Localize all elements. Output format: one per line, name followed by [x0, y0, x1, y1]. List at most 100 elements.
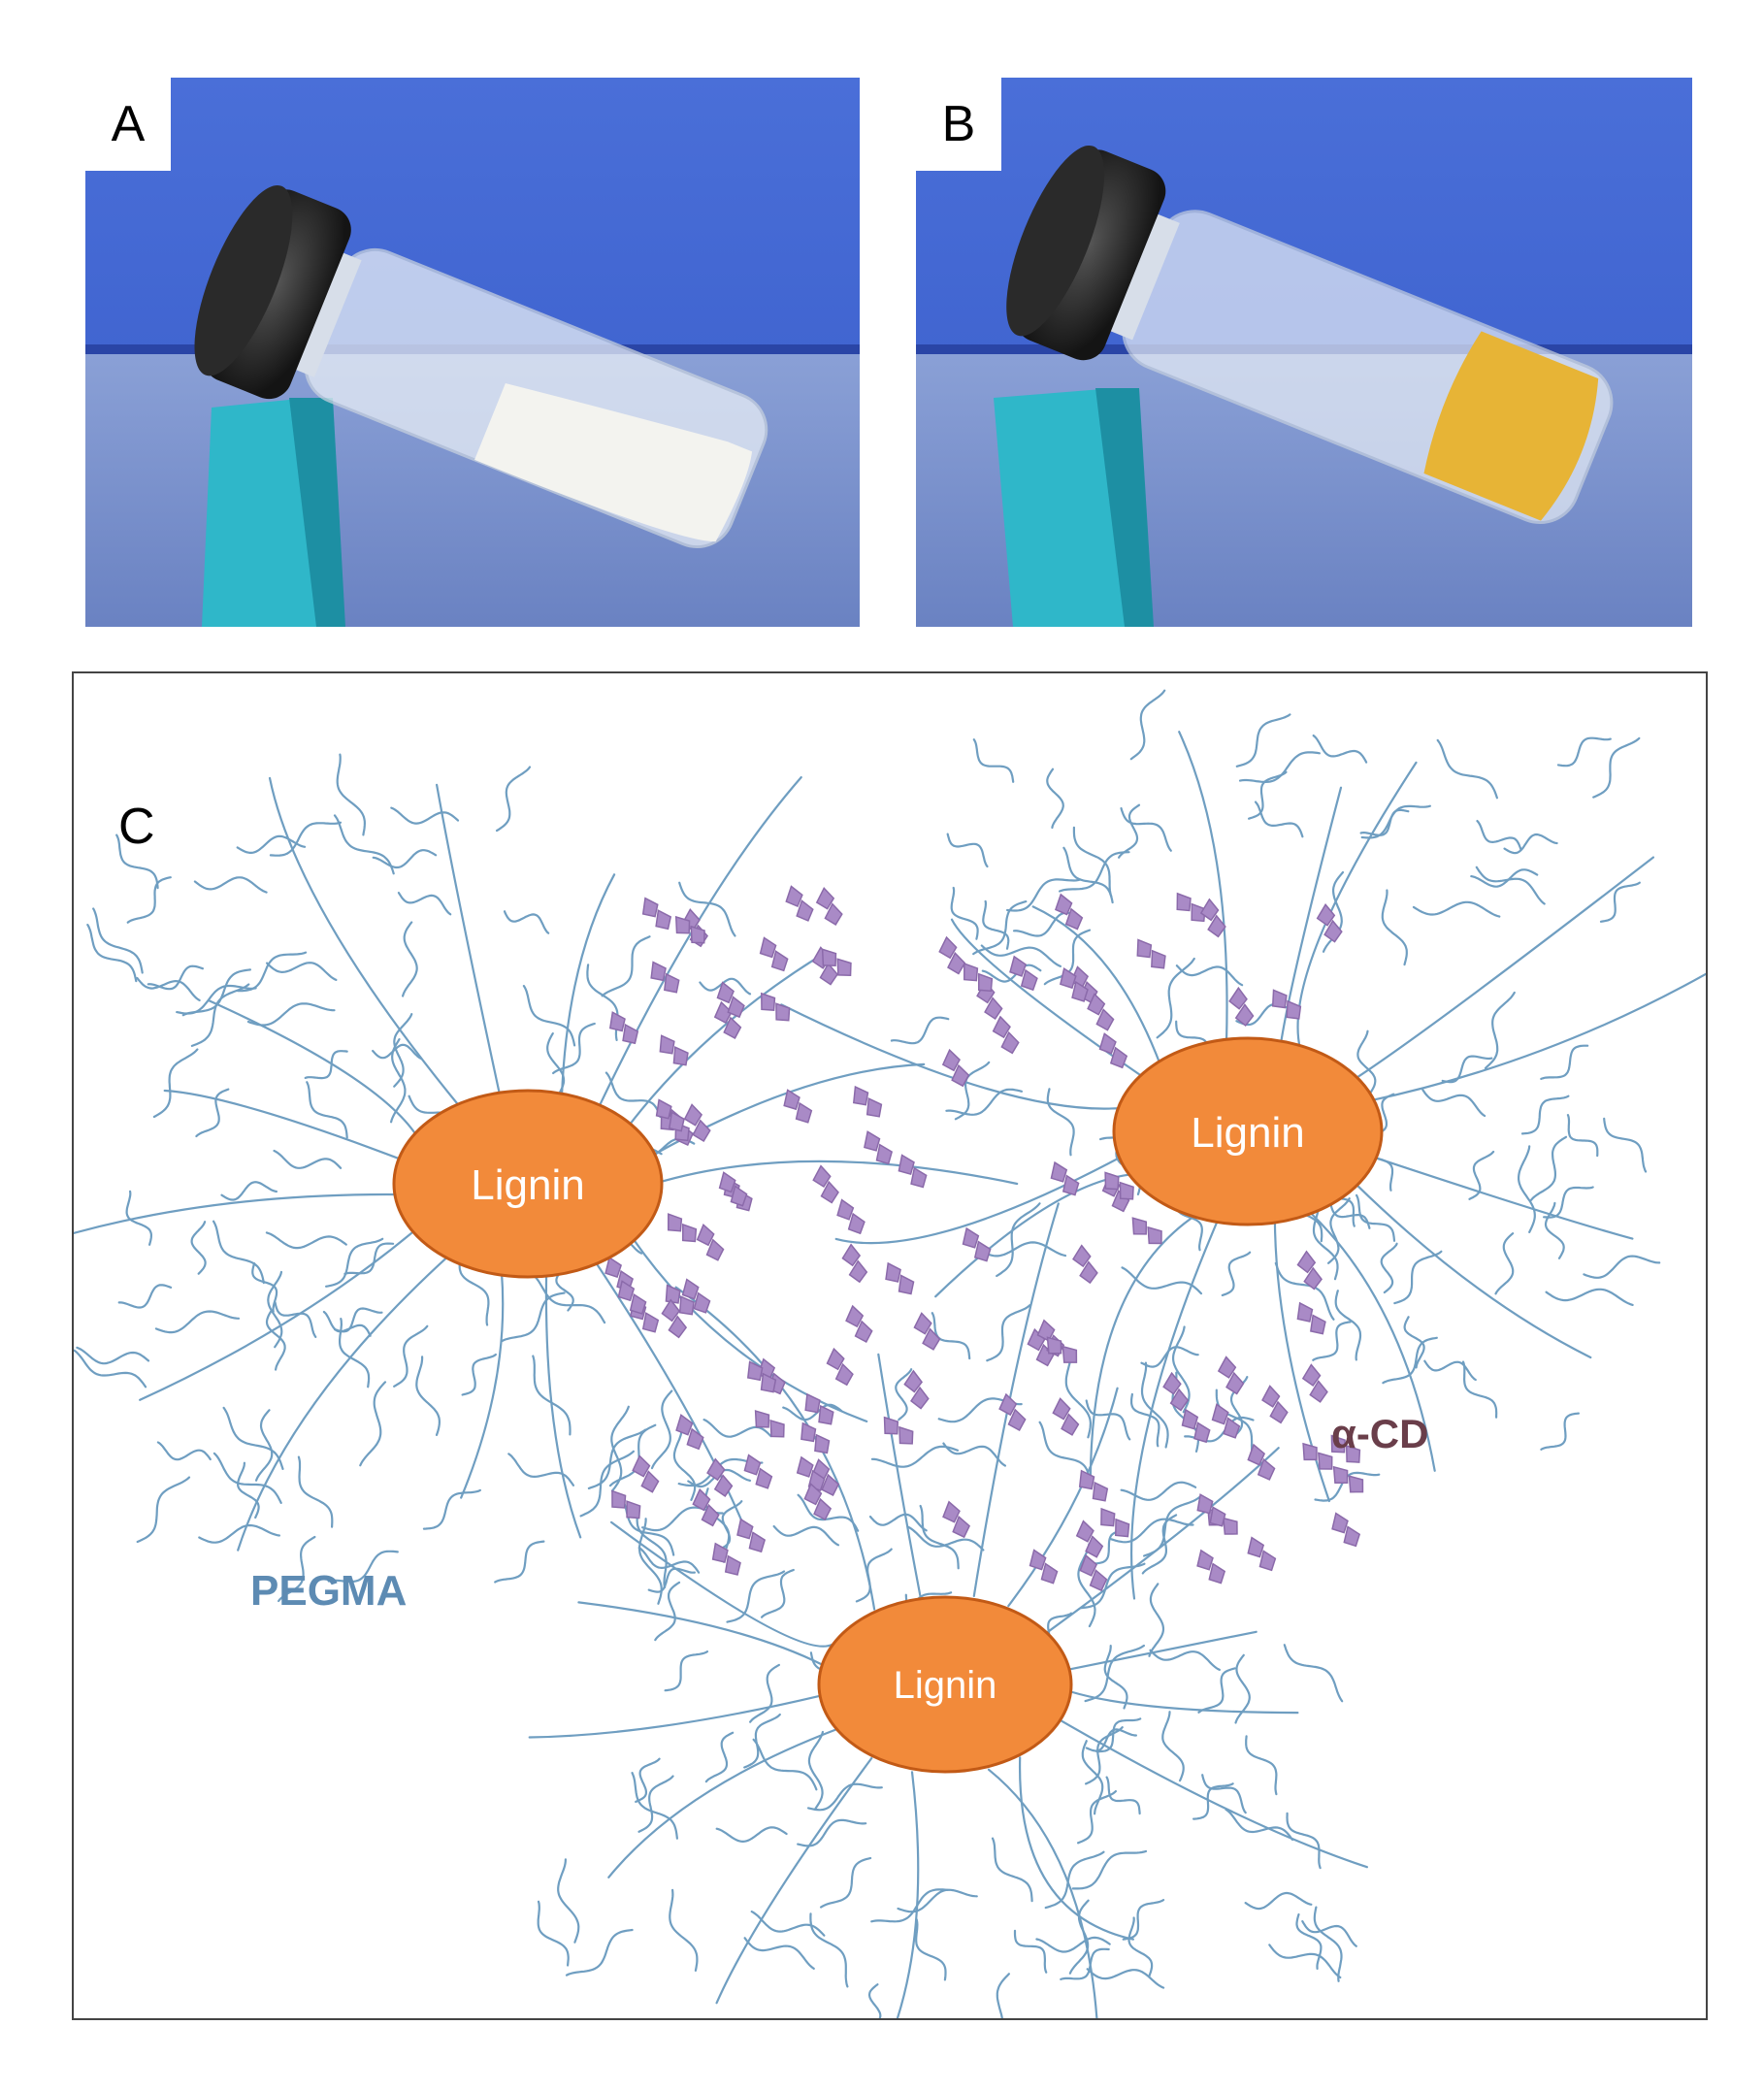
- alpha-cd-ring: [1247, 1443, 1276, 1481]
- alpha-cd-ring: [903, 1369, 930, 1410]
- lignin-node-1: Lignin: [392, 1089, 664, 1279]
- pegma-chain: [1192, 1782, 1234, 1820]
- alpha-cd-ring: [1136, 938, 1166, 969]
- alpha-cd-ring: [852, 1085, 883, 1118]
- pegma-chain: [715, 1826, 788, 1844]
- alpha-cd-ring: [1055, 893, 1084, 931]
- pegma-chain: [1019, 1756, 1134, 1941]
- pegma-chain: [1120, 806, 1172, 852]
- pegma-chain: [1006, 878, 1082, 912]
- pegma-chain: [266, 962, 338, 981]
- pegma-chain: [1583, 1255, 1661, 1279]
- pegma-chain: [117, 1284, 173, 1309]
- pegma-chain: [393, 1013, 413, 1088]
- alpha-cd-ring: [1331, 1512, 1361, 1548]
- pegma-chain: [987, 1768, 1098, 2018]
- pegma-chain: [1301, 1920, 1357, 1947]
- alpha-cd-ring: [1100, 1507, 1130, 1538]
- pegma-chain: [1141, 1514, 1178, 1575]
- alpha-cd-ring: [617, 1280, 647, 1315]
- alpha-cd-ring: [785, 885, 814, 922]
- alpha-cd-ring: [841, 1243, 868, 1284]
- alpha-cd-ring: [1075, 1519, 1104, 1558]
- pegma-chain: [212, 1452, 282, 1504]
- pegma-chain: [557, 1858, 580, 1944]
- alpha-cd-ring: [1271, 989, 1302, 1020]
- alpha-cd-ring: [783, 1089, 813, 1124]
- pegma-chain: [154, 1310, 241, 1334]
- pegma-chain: [220, 1181, 278, 1201]
- alpha-cd-ring: [667, 1213, 698, 1243]
- pegma-chain: [1046, 1088, 1075, 1157]
- alpha-cd-ring: [746, 1360, 777, 1393]
- pegma-chain: [190, 983, 250, 1047]
- alpha-cd-ring: [1330, 1434, 1361, 1463]
- pegma-chain: [1312, 735, 1368, 764]
- pegma-chain: [761, 1568, 795, 1618]
- alpha-cd-ring: [1296, 1250, 1323, 1291]
- alpha-cd-ring: [1261, 1385, 1289, 1424]
- alpha-cd-ring: [1301, 1363, 1328, 1403]
- pegma-chain: [304, 1050, 348, 1080]
- pegma-chain: [495, 766, 532, 833]
- alpha-cd-ring: [803, 1483, 833, 1521]
- pegma-chain: [1484, 991, 1516, 1069]
- pegma-chain: [397, 892, 452, 916]
- pegma-chain: [190, 1221, 207, 1275]
- pegma-chain: [897, 1888, 978, 1913]
- pegma-chain: [532, 1274, 606, 1324]
- pegma-chain: [1013, 1929, 1048, 1974]
- alpha-cd-ring: [655, 1098, 685, 1132]
- alpha-cd-ring: [692, 1487, 720, 1527]
- pegma-chain: [1518, 1145, 1536, 1233]
- alpha-cd-ring: [963, 963, 994, 993]
- vial-b-liquid: [1423, 331, 1599, 521]
- pegma-chain: [950, 886, 979, 940]
- pegma-chain: [678, 881, 736, 937]
- alpha-cd-ring: [608, 1011, 639, 1045]
- pegma-chain: [274, 1301, 317, 1338]
- pegma-chain: [125, 1190, 152, 1246]
- pegma-chain: [343, 1242, 395, 1275]
- pegma-chain: [782, 1403, 843, 1421]
- pegma-chain: [1461, 1360, 1498, 1419]
- pegma-chain: [1068, 1630, 1258, 1671]
- pegma-chain: [1007, 1387, 1119, 1608]
- alpha-cd-ring: [826, 1347, 854, 1387]
- pegma-chain: [752, 1738, 818, 1791]
- pegma-chain: [1254, 800, 1304, 838]
- pegma-chain: [1077, 1790, 1117, 1845]
- pegma-chain: [704, 1731, 735, 1783]
- pegma-chain: [1103, 1645, 1128, 1710]
- pegma-chain: [1129, 1218, 1220, 1600]
- pegma-chain: [1215, 1389, 1255, 1459]
- alpha-cd-rings: [604, 885, 1364, 1592]
- alpha-cd-ring: [998, 1392, 1027, 1432]
- pegma-chain: [637, 1547, 701, 1574]
- pegma-chain: [1046, 1447, 1280, 1633]
- alpha-cd-ring: [1052, 1397, 1080, 1436]
- pegma-chain: [593, 1259, 750, 1538]
- alpha-cd-ring: [711, 1542, 741, 1576]
- pegma-chain: [1089, 1213, 1198, 1489]
- pegma-chain: [1268, 1944, 1342, 1979]
- alpha-cd-ring: [718, 1171, 748, 1207]
- pegma-chain: [1556, 736, 1612, 768]
- pegma-chain: [652, 1160, 1019, 1186]
- pegma-chain: [895, 1368, 913, 1421]
- pegma-chain: [246, 1002, 336, 1027]
- alpha-cd-label: α-CD: [1331, 1411, 1428, 1456]
- alpha-cd-ring: [941, 1048, 970, 1088]
- lignin-ellipse-1: [392, 1089, 664, 1279]
- pegma-chain: [1566, 1114, 1599, 1158]
- pegma-chain: [1313, 1906, 1343, 1982]
- pegma-chain: [877, 1353, 922, 1597]
- pegma-chain: [1140, 1361, 1169, 1449]
- pegma-chain: [1084, 1644, 1145, 1703]
- vial-a-liquid: [474, 383, 753, 542]
- pegma-chain: [1044, 1850, 1105, 1910]
- alpha-cd-ring: [1302, 1442, 1333, 1470]
- pegma-chain: [333, 814, 395, 875]
- pegma-chain: [626, 957, 817, 1129]
- pegma-chain: [1248, 770, 1288, 820]
